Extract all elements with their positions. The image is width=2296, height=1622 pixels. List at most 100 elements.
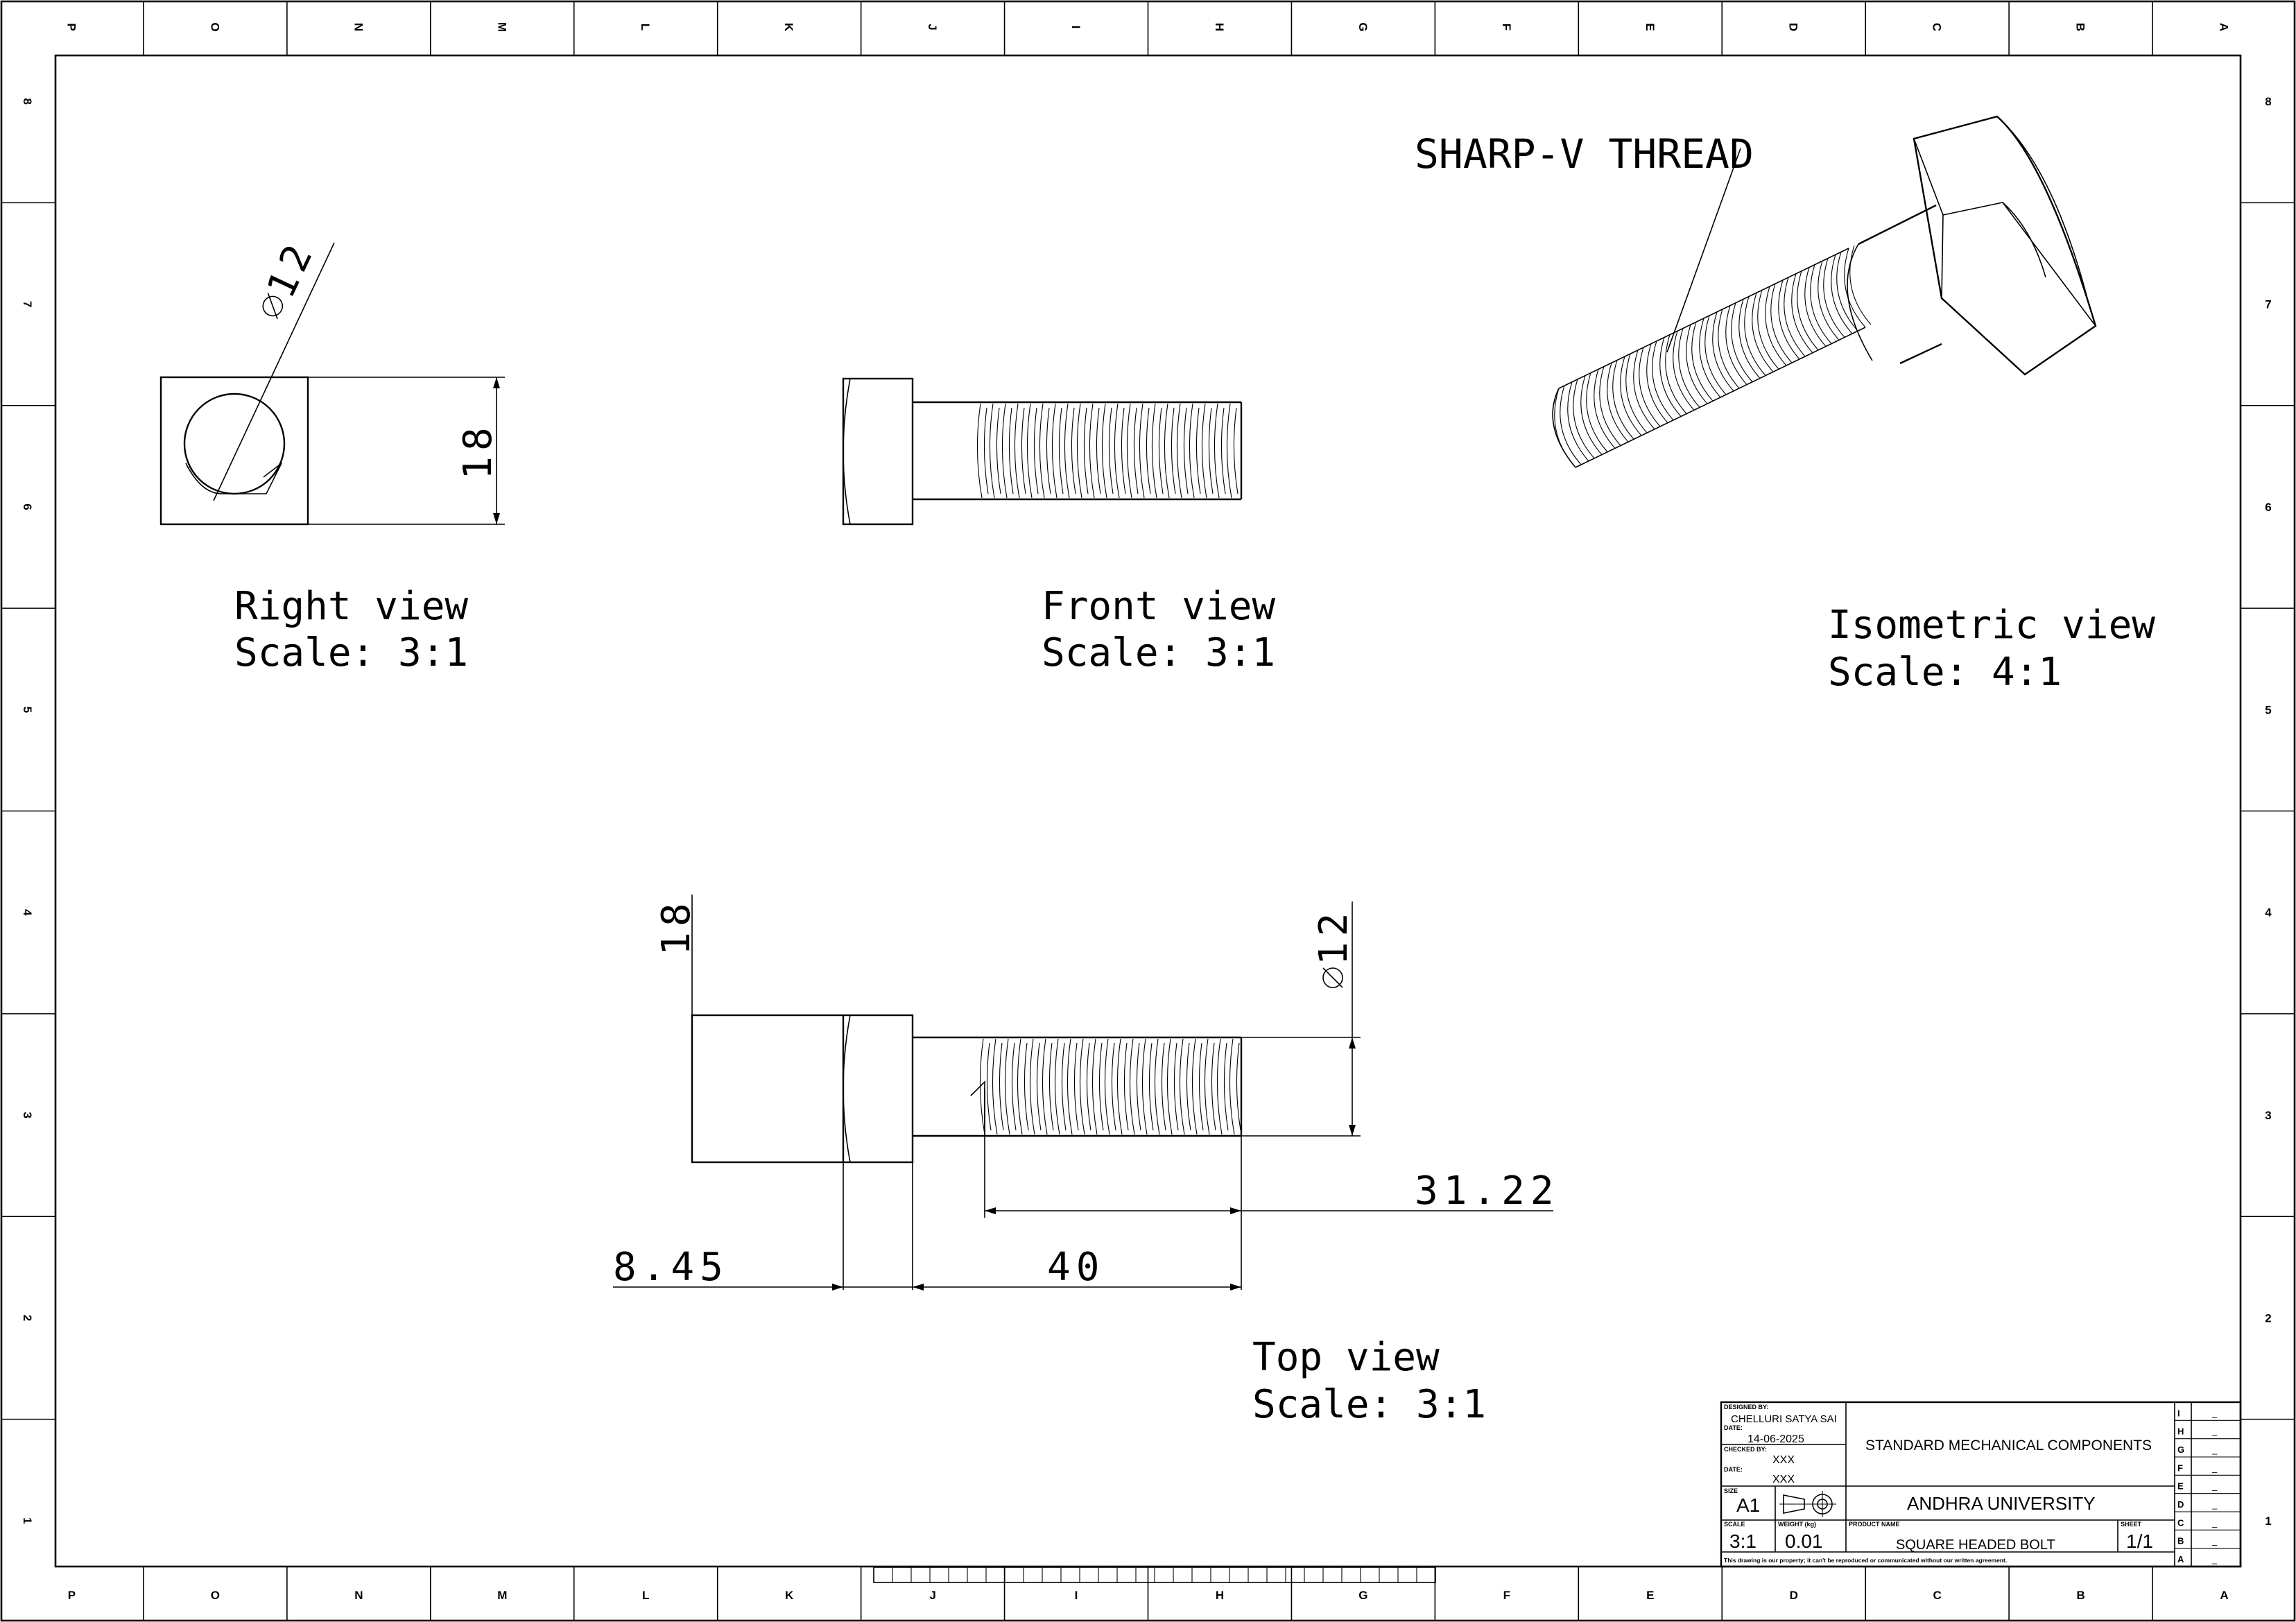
thread-root [1173,1042,1179,1131]
thread-root [1236,1042,1241,1131]
thread-crest [1191,1038,1198,1135]
iso-thread-flank [1665,334,1687,414]
thread-root [1158,407,1164,494]
thread-crest [1201,403,1207,499]
design-date: 14-06-2025 [1747,1433,1804,1445]
iso-thread-crest [1844,248,1866,328]
top-view: 18 12 31.22 8.45 40 Top view Scale: 3:1 [613,895,1554,1427]
thread-root [1223,1042,1229,1131]
zone-label-right: 8 [2265,95,2271,108]
iso-thread-crest [1791,273,1813,354]
revision-letter: B [2177,1536,2184,1546]
iso-thread-crest [1752,293,1774,372]
iso-thread-crest [1659,337,1682,417]
thread-root [1058,407,1064,494]
right-view-scale: Scale: 3:1 [234,630,468,675]
iso-thread-flank [1836,252,1858,331]
right-view-title: Right view [234,584,468,629]
iso-thread-crest [1738,299,1761,379]
iso-thread-crest [1725,305,1747,385]
thread-crest [1226,403,1232,499]
thread-crest [979,1038,985,1135]
thread-runout [970,1080,985,1134]
zone-label-right: 4 [2265,906,2272,920]
thread-crest [1116,1038,1123,1135]
thread-root [1048,1042,1054,1131]
thread-root [1198,1042,1204,1131]
product-name: SQUARE HEADED BOLT [1896,1537,2055,1553]
zone-label-bottom: K [785,1589,794,1602]
zone-label-bottom: M [497,1589,507,1602]
zone-label-bottom: I [1075,1589,1078,1602]
thread-root [1024,1042,1029,1131]
title-block: I_H_G_F_E_D_C_B_A_ DESIGNED BY: CHELLURI… [1720,1401,2242,1568]
zone-label-top: G [1356,22,1370,31]
thread-crest [1129,1038,1135,1135]
zone-label-bottom: F [1503,1589,1510,1602]
zone-label-left: 3 [21,1112,34,1118]
designed-by-label: DESIGNED BY: [1724,1404,1768,1410]
iso-thread-flank [1652,340,1674,421]
iso-thread-flank [1625,353,1648,433]
thread-root [1011,1042,1017,1131]
checked-by-label: CHECKED BY: [1724,1446,1767,1453]
thread-root [1111,1042,1116,1131]
sheet-size: A1 [1736,1494,1760,1516]
date2-label: DATE: [1724,1466,1743,1473]
revision-value: _ [2211,1481,2218,1492]
top-height-dim: 18 [654,897,699,955]
thread-crest [1089,403,1095,499]
thread-crest [1154,1038,1160,1135]
iso-thread-flank [1704,315,1727,395]
zone-label-left: 8 [21,98,34,104]
thread-root [1136,1042,1141,1131]
right-diameter-dim: 12 [259,233,324,320]
thread-root [1046,407,1051,494]
revision-letter: D [2177,1499,2184,1510]
thread-crest [1042,1038,1048,1135]
overall-length-dim: 40 [1047,1245,1105,1290]
iso-thread-flank [1691,322,1714,402]
sheet-number: 1/1 [2126,1530,2153,1552]
iso-thread-flank [1784,277,1806,357]
thread-root [1071,407,1076,494]
thread-root [999,1042,1004,1131]
thread-root [1146,407,1151,494]
zone-label-top: C [1931,23,1944,31]
iso-thread-flank [1849,245,1872,325]
thread-crest [1017,1038,1023,1135]
iso-thread-crest [1607,363,1629,442]
thread-crest [1214,403,1220,499]
right-view: 18 12 Right view Scale: 3:1 [159,233,505,675]
front-view-threads [976,403,1238,499]
zone-label-bottom: O [211,1589,220,1602]
revision-value: _ [2211,1426,2218,1437]
iso-thread-flank [1573,379,1595,459]
head-width-dim: 8.45 [613,1245,729,1290]
thread-root [1061,1042,1067,1131]
thread-root [1083,407,1089,494]
organization-name: ANDHRA UNIVERSITY [1907,1493,2096,1514]
thread-crest [1141,1038,1148,1135]
iso-thread-outline [1558,248,1849,389]
thread-crest [1151,403,1157,499]
revision-letter: C [2177,1517,2184,1528]
isometric-view: SHARP-V THREAD Isometric view Scale: 4:1 [1415,115,2155,695]
isometric-view-threads [1552,245,1872,468]
size-label: SIZE [1724,1487,1738,1494]
thread-crest [992,1038,998,1135]
thread-crest [976,403,983,499]
thread-root [1036,1042,1042,1131]
thread-crest [1179,1038,1185,1135]
bottom-ruler-ticks [873,1567,1436,1582]
iso-thread-flank [1599,366,1621,446]
zone-label-right: 1 [2265,1515,2271,1528]
thread-root [986,1042,992,1131]
revision-value: _ [2211,1444,2218,1455]
zone-label-bottom: J [929,1589,935,1602]
zone-label-left: 4 [21,909,34,916]
thread-crest [1039,403,1045,499]
zone-label-top: J [926,24,939,30]
